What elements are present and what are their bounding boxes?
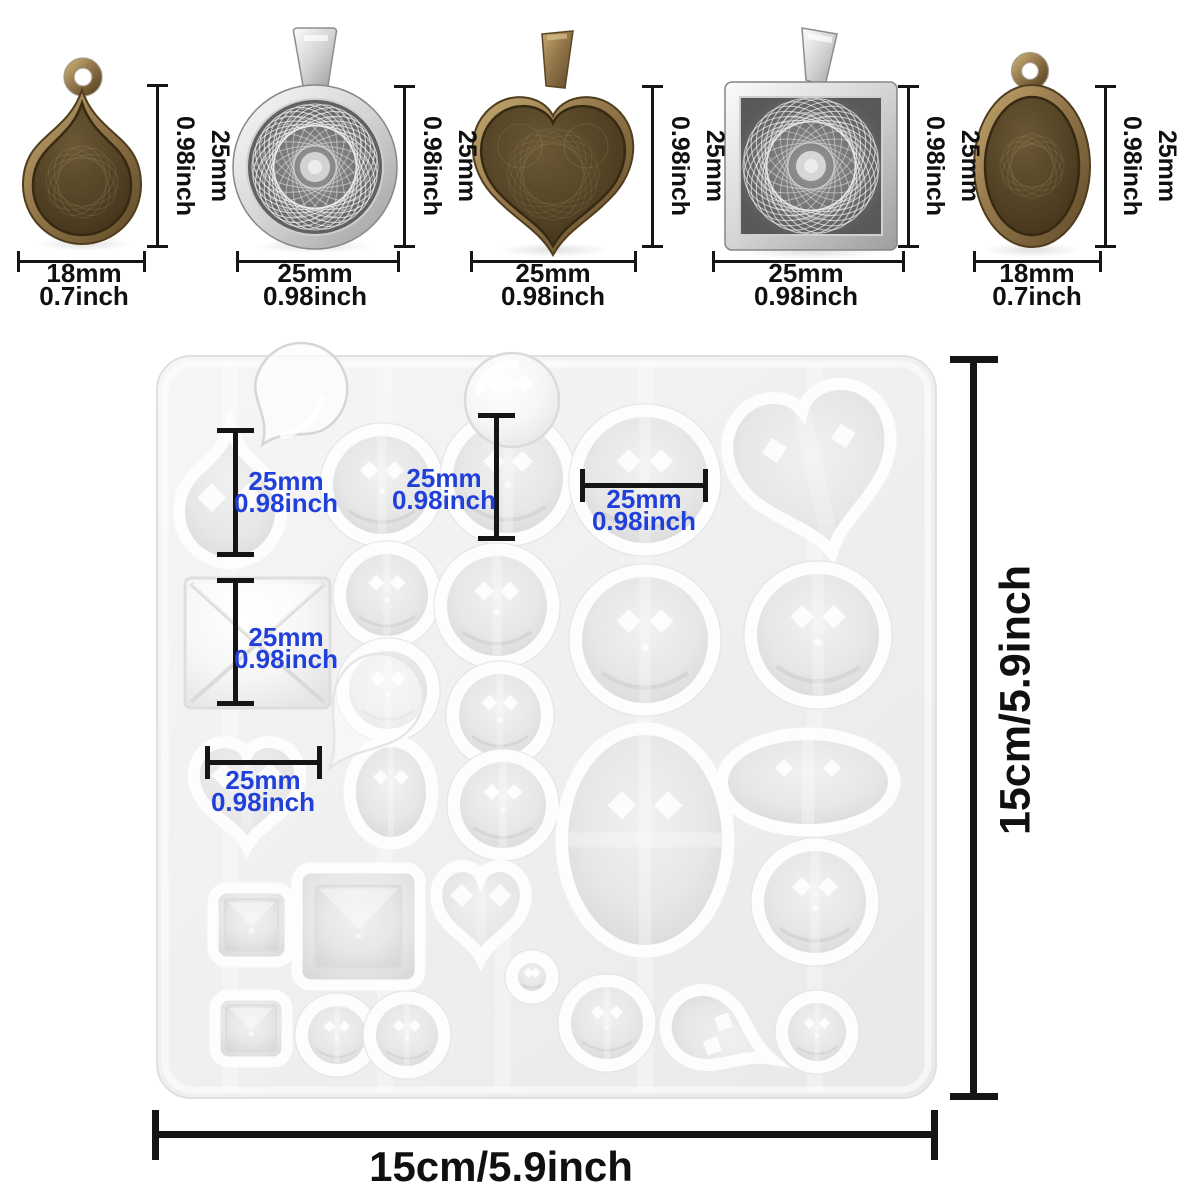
- oval-bezel-pendant: [973, 51, 1091, 257]
- dim-line-mold-width: [152, 1110, 938, 1160]
- dim-line-pendant-1-height: [147, 84, 168, 248]
- dim-line-pendant-5-height: [1095, 85, 1116, 248]
- mold-cavity-circle: [433, 542, 561, 670]
- dim-line-pendant-4-height: [898, 85, 919, 248]
- mold-cavity-square: [209, 989, 293, 1068]
- dim-line-pendant-3-height: [642, 85, 663, 248]
- mold-cavity-square: [207, 882, 296, 968]
- glass-flat-teardrop: [327, 652, 425, 772]
- square-bezel-pendant: [724, 27, 898, 259]
- mold-cavity-circle: [568, 403, 722, 557]
- silicone-mold: [156, 341, 937, 1099]
- dim-line-pendant-5-width: [973, 251, 1102, 272]
- mold-cavity-teardrop: [659, 983, 791, 1071]
- glass-round-cabochon: [463, 351, 561, 449]
- mold-cavity-teardrop: [172, 407, 288, 569]
- mold-cavity-circle: [362, 990, 452, 1080]
- mold-cavity-heart: [187, 736, 307, 859]
- mold-cavity-oval: [555, 722, 735, 958]
- mold-width-label: 15cm/5.9inch: [369, 1143, 633, 1190]
- mold-cavity-circle: [743, 560, 893, 710]
- dim-line-mold-dome: [580, 469, 708, 502]
- dim-line-pendant-3-width: [470, 251, 637, 272]
- dim-line-mold-heart: [205, 746, 322, 779]
- mold-cavity-circle: [750, 837, 880, 967]
- mold-cavity-heart: [430, 860, 532, 971]
- mold-cavity-circle: [504, 949, 560, 1005]
- heart-bezel-pendant: [471, 30, 635, 258]
- dim-line-pendant-2-width: [236, 251, 400, 272]
- mold-height-label: 15cm/5.9inch: [991, 564, 1040, 836]
- mold-cavity-circle: [319, 422, 445, 548]
- mold-cavity-circle: [568, 563, 722, 717]
- dim-line-mold-teardrop: [217, 428, 254, 557]
- mold-cavity-circle: [332, 540, 442, 650]
- mold-cavity-circle: [557, 973, 657, 1073]
- dim-line-mold-height: [950, 356, 998, 1100]
- mold-cavity-circle: [446, 748, 560, 862]
- dim-line-pendant-2-height: [394, 85, 415, 248]
- mold-cavity-oval: [715, 727, 901, 837]
- mold-cavity-square: [291, 862, 426, 991]
- dim-line-mold-square: [217, 578, 254, 706]
- round-bezel-pendant: [232, 27, 398, 253]
- mold-cavity-circle: [774, 989, 860, 1075]
- dim-line-mold-circle: [478, 413, 515, 541]
- glass-teardrop-cabochon: [254, 341, 349, 448]
- teardrop-bezel-pendant: [21, 57, 143, 251]
- mold-cavity-heart: [721, 377, 897, 565]
- mold-cavity-oval: [343, 734, 439, 850]
- dim-line-pendant-1-width: [17, 251, 146, 272]
- dim-line-pendant-4-width: [712, 251, 905, 272]
- glass-square-cabochon: [183, 576, 332, 710]
- mold-cavity-circle: [294, 992, 380, 1078]
